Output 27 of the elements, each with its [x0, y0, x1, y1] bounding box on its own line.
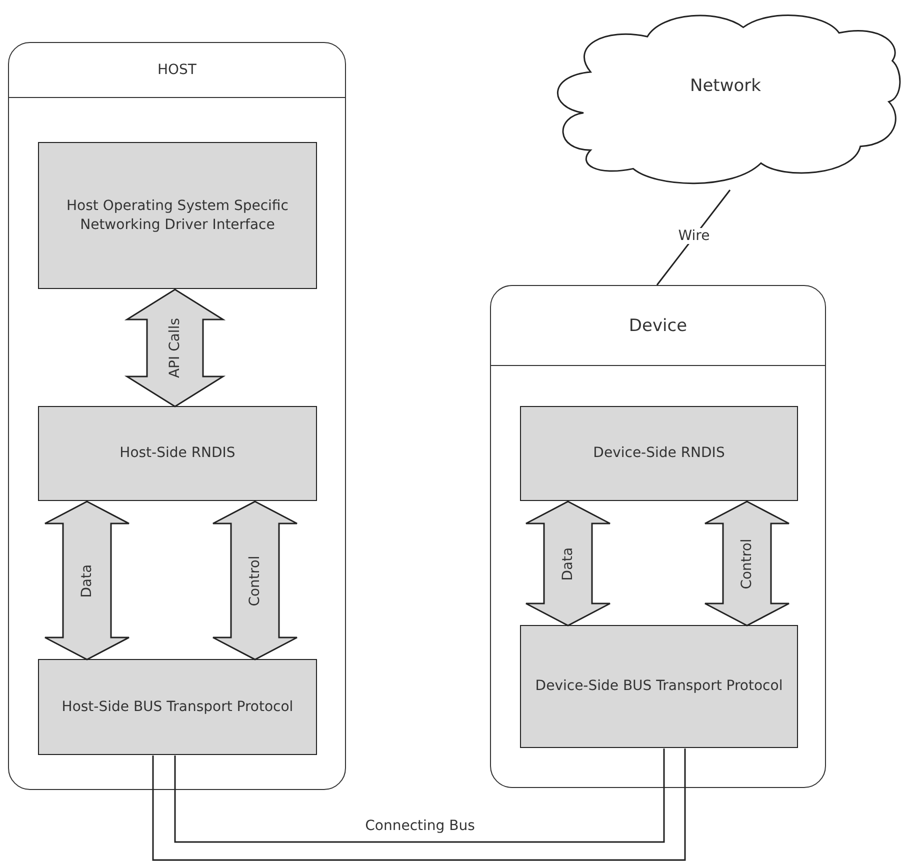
edge-label: API Calls — [167, 318, 183, 378]
process-box — [520, 406, 798, 501]
edge-label: Control — [739, 538, 755, 589]
double-block-arrow — [124, 288, 226, 408]
edge-label: Control — [247, 555, 263, 606]
process-box — [38, 142, 317, 289]
double-block-arrow — [704, 500, 790, 626]
container-title: HOST — [9, 43, 345, 98]
process-box — [38, 406, 317, 501]
bus-line — [152, 748, 686, 861]
edge-label: Data — [79, 564, 95, 598]
double-block-arrow — [212, 500, 298, 660]
box-label: Host Operating System Specific Networking Driver Interface — [66, 196, 290, 234]
container-box — [490, 285, 826, 788]
bus-line — [174, 748, 665, 843]
container-box — [8, 42, 346, 790]
box-label: Device-Side BUS Transport Protocol — [535, 677, 783, 696]
box-label: Device-Side RNDIS — [593, 444, 725, 463]
double-block-arrow — [525, 500, 611, 626]
edge-label: Data — [560, 546, 576, 580]
container-title: Device — [491, 286, 825, 366]
box-label: Host-Side BUS Transport Protocol — [62, 698, 294, 716]
cloud-label: Network — [689, 76, 762, 96]
process-box — [38, 659, 317, 755]
double-block-arrow — [44, 500, 130, 660]
process-box — [520, 625, 798, 748]
box-label: Host-Side RNDIS — [120, 444, 236, 463]
